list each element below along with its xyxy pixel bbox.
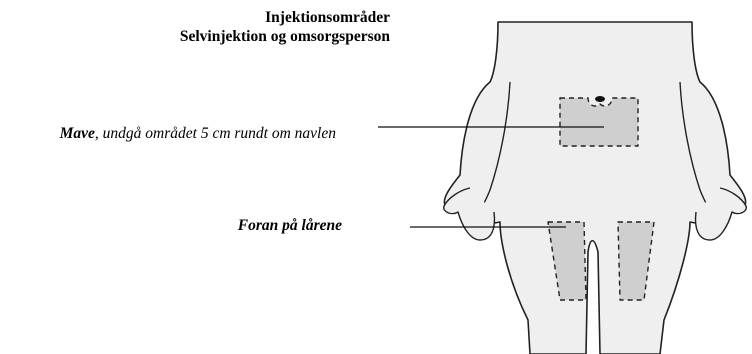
navel-icon: [595, 96, 605, 102]
abdomen-zone: [560, 98, 638, 146]
body-silhouette: [444, 22, 745, 354]
